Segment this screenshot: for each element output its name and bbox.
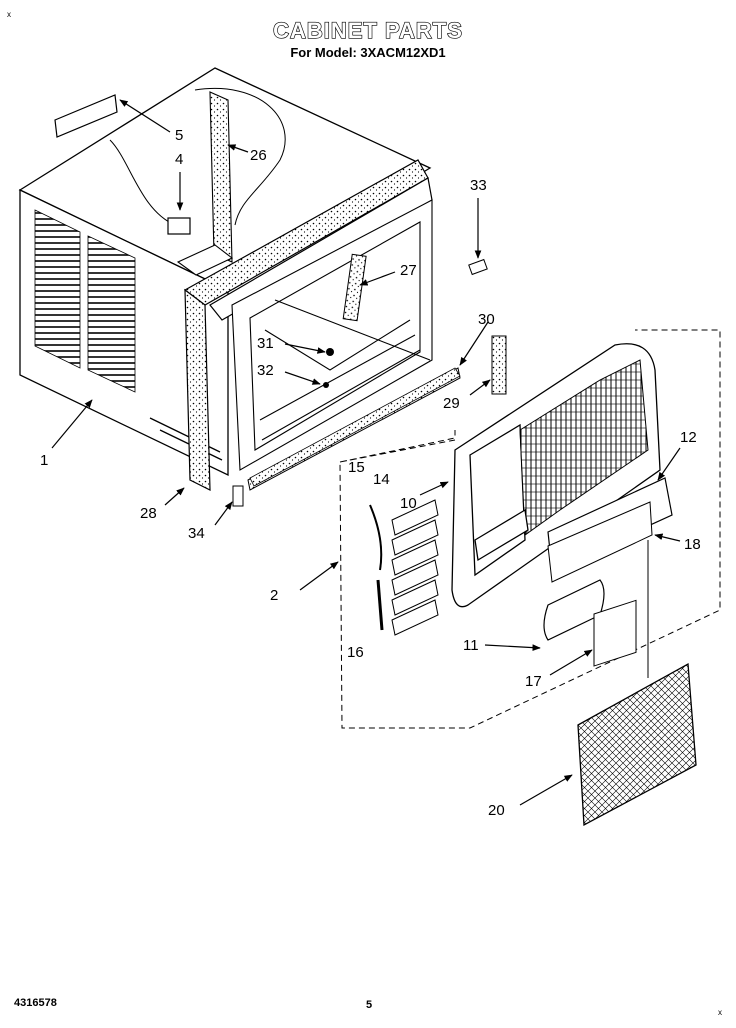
callout-30: 30: [478, 311, 495, 328]
document-number: 4316578: [14, 997, 57, 1009]
front-assembly-group-outline: [339, 329, 721, 729]
callout-10: 10: [400, 495, 417, 512]
callout-33: 33: [470, 177, 487, 194]
corner-mark-top: x: [7, 10, 11, 19]
callout-20: 20: [488, 802, 505, 819]
callout-18: 18: [684, 536, 701, 553]
callout-11: 11: [463, 637, 479, 654]
callout-32: 32: [257, 362, 274, 379]
callout-27: 27: [400, 262, 417, 279]
callout-34: 34: [188, 525, 205, 542]
callout-15: 15: [348, 459, 365, 476]
part-30-strip: [249, 367, 461, 487]
front-panel: [451, 343, 661, 608]
part-17-label: [593, 599, 637, 667]
louver-assembly: [369, 499, 439, 636]
callout-31: 31: [257, 335, 274, 352]
callout-29: 29: [443, 395, 460, 412]
callout-4: 4: [175, 151, 183, 168]
part-31-clip: [326, 348, 334, 356]
power-wire: [109, 139, 176, 226]
power-wire-2: [194, 88, 286, 226]
part-4-connector: [167, 217, 191, 235]
callout-14: 14: [373, 471, 390, 488]
callout-17: 17: [525, 673, 542, 690]
cabinet-opening: [231, 199, 433, 471]
page-title: CABINET PARTS: [272, 17, 463, 43]
callout-28: 28: [140, 505, 157, 522]
part-34-block: [232, 485, 244, 507]
model-subtitle: For Model: 3XACM12XD1: [290, 45, 446, 60]
callout-labels: 1 2 4 5 10 11 12 14 15 16 17 18 20 26 27…: [40, 127, 701, 819]
part-29-strip: [491, 335, 507, 395]
callout-5: 5: [175, 127, 183, 144]
leader-lines: [51, 99, 681, 806]
callout-26: 26: [250, 147, 267, 164]
callout-12: 12: [680, 429, 697, 446]
callout-2: 2: [270, 587, 278, 604]
page-number: 5: [366, 999, 373, 1011]
seal-strip-26: [176, 91, 234, 276]
part-18-panel: [547, 501, 653, 583]
seal-strip-27: [342, 253, 367, 322]
corner-mark-bottom: x: [718, 1008, 722, 1017]
part-33-screw: [468, 258, 488, 276]
callout-1: 1: [40, 452, 48, 469]
part-5-label-plate: [54, 94, 118, 138]
front-gasket-frame: [183, 159, 433, 491]
filter-grille: [577, 662, 697, 827]
callout-16: 16: [347, 644, 364, 661]
part-32-clip: [323, 382, 329, 388]
